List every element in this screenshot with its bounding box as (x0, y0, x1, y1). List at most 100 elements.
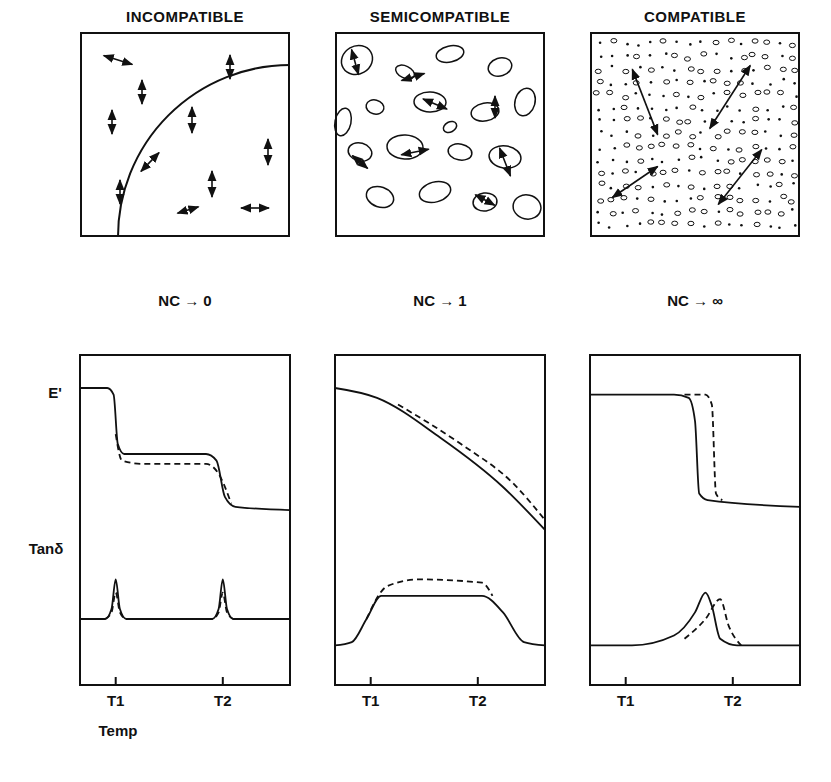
domain (752, 130, 758, 134)
axis-label: E' (48, 384, 62, 401)
dot (673, 69, 676, 72)
domain (663, 134, 669, 138)
dot (611, 55, 614, 58)
orientation-arrow (141, 153, 159, 172)
domain (791, 133, 797, 137)
dot (597, 221, 600, 224)
domain (595, 69, 601, 73)
domain (792, 121, 798, 125)
dot (794, 224, 797, 227)
domain (767, 172, 773, 176)
dot (778, 148, 781, 151)
domain (610, 212, 616, 216)
domain (762, 55, 768, 59)
orientation-arrow (191, 107, 193, 133)
dot (769, 185, 772, 188)
domain (447, 142, 474, 162)
dot (675, 79, 678, 82)
dot (651, 212, 654, 215)
dot (781, 55, 784, 58)
domain (739, 130, 745, 134)
domain (714, 69, 720, 73)
domain (621, 196, 627, 200)
dot (597, 109, 600, 112)
dot (665, 52, 668, 55)
domain (710, 146, 716, 150)
domain (623, 69, 629, 73)
dot (661, 161, 664, 164)
domain (634, 54, 640, 58)
dot (778, 226, 781, 229)
axis-tick (115, 677, 117, 685)
domain (472, 192, 498, 213)
domain (688, 67, 694, 71)
orientation-arrow (500, 148, 511, 176)
domain (593, 91, 599, 95)
domain (688, 143, 694, 147)
domain (755, 90, 761, 94)
domain (715, 221, 721, 225)
orientation-arrow (352, 49, 359, 74)
dot (740, 224, 743, 227)
dot (703, 188, 706, 191)
domain (727, 195, 733, 199)
dot (770, 225, 773, 228)
solid-curve (590, 593, 800, 646)
dot (624, 83, 627, 86)
temperature-mark: T1 (107, 692, 125, 709)
domain (414, 91, 447, 112)
dashed-curve (685, 599, 742, 645)
dot (613, 108, 616, 111)
domain (698, 95, 704, 99)
domain (764, 158, 770, 162)
dot (699, 40, 702, 43)
modulus-plot (590, 355, 800, 685)
domain (764, 40, 770, 44)
dot (728, 223, 731, 226)
dot (613, 147, 616, 150)
domain (633, 209, 639, 213)
domain (690, 135, 696, 139)
axis-tick (732, 677, 734, 685)
domain (701, 52, 707, 56)
domain (659, 220, 665, 224)
domain (724, 81, 730, 85)
morphology-panel: COMPATIBLE (590, 32, 800, 237)
plot-frame (80, 355, 290, 685)
temperature-mark: T1 (362, 692, 380, 709)
modulus-plot (80, 355, 290, 685)
dot (596, 161, 599, 164)
domain (441, 119, 458, 134)
dot (652, 186, 655, 189)
dot (661, 66, 664, 69)
dot (675, 40, 678, 43)
domain (778, 212, 784, 216)
dot (742, 121, 745, 124)
domain (663, 117, 669, 121)
domain (659, 142, 665, 146)
axis-tick (477, 677, 479, 685)
domain (664, 80, 670, 84)
domain (650, 172, 656, 176)
dot (639, 66, 642, 69)
dot (703, 80, 706, 83)
domain (736, 148, 742, 152)
orientation-arrow (104, 56, 133, 65)
dot (769, 83, 772, 86)
domain (724, 169, 730, 173)
domain (648, 220, 654, 224)
temperature-mark: T1 (617, 692, 635, 709)
domain (765, 210, 771, 214)
orientation-arrow (475, 195, 494, 206)
dot (621, 211, 624, 214)
domain (777, 90, 783, 94)
domain (635, 134, 641, 138)
orientation-arrow (718, 150, 762, 205)
orientation-arrow (111, 110, 113, 134)
domain (622, 169, 628, 173)
domain (599, 181, 605, 185)
dot (635, 92, 638, 95)
axis-tick (370, 677, 372, 685)
orientation-arrow (211, 171, 213, 197)
